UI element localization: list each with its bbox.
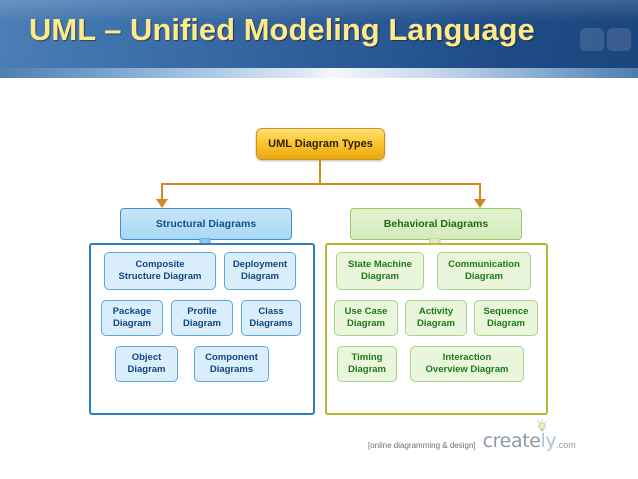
node-use-case-diagram[interactable]: Use Case Diagram [334, 300, 398, 336]
node-deployment-diagram[interactable]: Deployment Diagram [224, 252, 296, 290]
node-class-diagrams[interactable]: Class Diagrams [241, 300, 301, 336]
node-state-machine-diagram[interactable]: State Machine Diagram [336, 252, 424, 290]
banner-decoration-square-1 [580, 28, 604, 51]
node-communication-diagram[interactable]: Communication Diagram [437, 252, 531, 290]
title-banner: UML – Unified Modeling Language [0, 0, 638, 78]
node-label-line1: Activity Diagram [416, 306, 455, 329]
logo-letter-ly: ly [540, 430, 557, 452]
node-interaction-overview-diagram[interactable]: Interaction Overview Diagram [410, 346, 524, 382]
watermark-tagline: [online diagramming & design] [368, 441, 476, 450]
arrowhead-behavioral-icon [474, 199, 486, 208]
node-sequence-diagram[interactable]: Sequence Diagram [474, 300, 538, 336]
node-label-line1: Component Diagrams [205, 352, 258, 375]
connector-structural-drop [161, 183, 163, 201]
node-profile-diagram[interactable]: Profile Diagram [171, 300, 233, 336]
node-uml-diagram-types[interactable]: UML Diagram Types [256, 128, 385, 160]
banner-decoration-square-2 [607, 28, 631, 51]
node-behavioral-diagrams[interactable]: Behavioral Diagrams [350, 208, 522, 240]
node-label-line1: State Machine Diagram [348, 259, 412, 282]
arrowhead-structural-icon [156, 199, 168, 208]
node-label-line1: Package Diagram [112, 306, 152, 329]
logo-word: create [482, 430, 541, 452]
node-structural-diagrams[interactable]: Structural Diagrams [120, 208, 292, 240]
node-component-diagrams[interactable]: Component Diagrams [194, 346, 269, 382]
connector-root-horizontal [161, 183, 481, 185]
node-label-line1: Composite Structure Diagram [118, 259, 202, 282]
logo-dotcom: .com [556, 440, 576, 450]
node-label-line1: Profile Diagram [182, 306, 221, 329]
creately-logo[interactable]: create ly .com [482, 419, 576, 452]
connector-root-vertical [319, 158, 321, 185]
node-object-diagram[interactable]: Object Diagram [115, 346, 178, 382]
creately-watermark: [online diagramming & design] create ly … [368, 419, 576, 452]
diagram-canvas: UML Diagram Types Structural Diagrams Be… [0, 78, 638, 479]
node-label-line1: Deployment Diagram [232, 259, 288, 282]
node-timing-diagram[interactable]: Timing Diagram [337, 346, 397, 382]
node-label-line1: Use Case Diagram [344, 306, 388, 329]
node-label-line1: Interaction Overview Diagram [425, 352, 509, 375]
node-package-diagram[interactable]: Package Diagram [101, 300, 163, 336]
banner-bottom-strip [0, 68, 638, 78]
lightbulb-icon [535, 419, 549, 433]
page-title: UML – Unified Modeling Language [29, 12, 535, 47]
node-label-line1: Class Diagrams [249, 306, 293, 329]
node-composite-structure-diagram[interactable]: Composite Structure Diagram [104, 252, 216, 290]
node-label-line1: Sequence Diagram [483, 306, 529, 329]
node-label-line1: Timing Diagram [347, 352, 386, 375]
connector-behavioral-drop [479, 183, 481, 201]
node-activity-diagram[interactable]: Activity Diagram [405, 300, 467, 336]
node-label-line1: Communication Diagram [448, 259, 520, 282]
node-label-line1: Object Diagram [127, 352, 166, 375]
